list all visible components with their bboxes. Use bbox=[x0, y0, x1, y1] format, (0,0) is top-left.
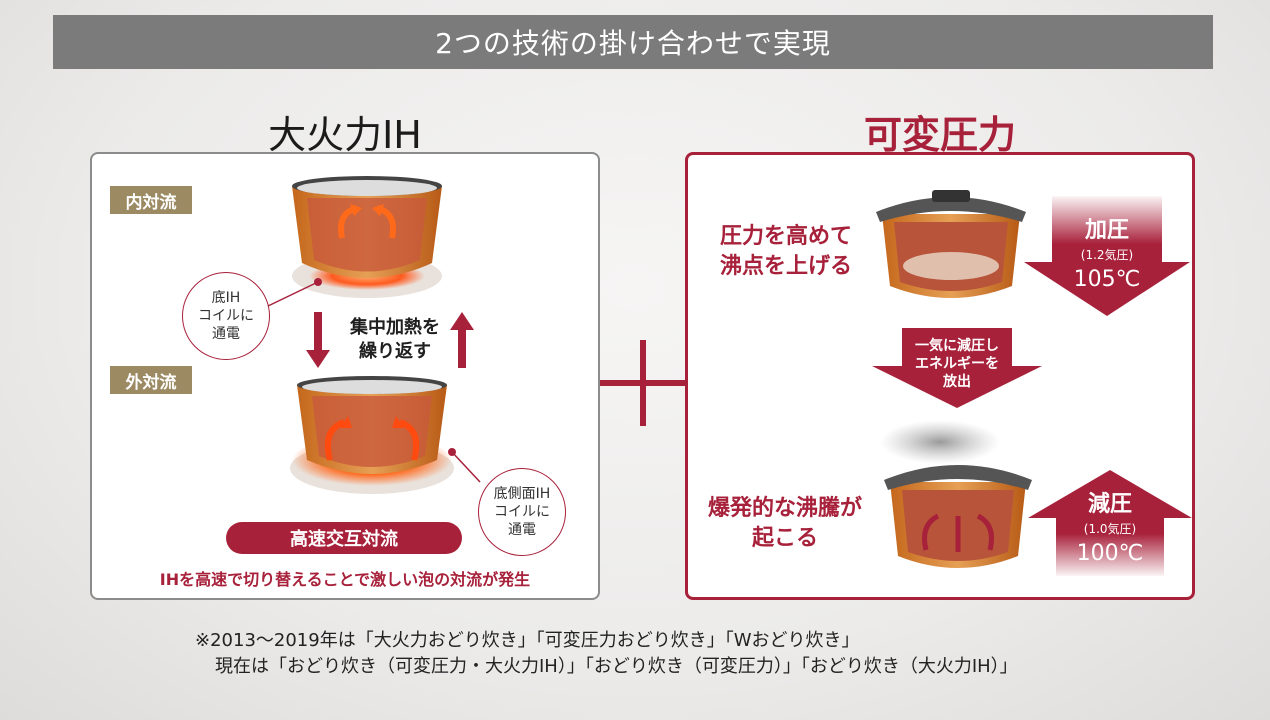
high-speed-convection-pill: 高速交互対流 bbox=[226, 522, 462, 554]
depressurized-pot-illustration bbox=[880, 420, 1036, 580]
raise-pressure-text: 圧力を高めて 沸点を上げる bbox=[700, 222, 872, 282]
plus-icon bbox=[600, 340, 686, 426]
depressurize-title: 減圧 bbox=[1055, 486, 1165, 518]
footnote-line-2: 現在は「おどり炊き（可変圧力・大火力IH）」「おどり炊き（可変圧力）」「おどり炊… bbox=[195, 654, 1018, 680]
depressurize-temp: 100℃ bbox=[1055, 541, 1165, 566]
pressurize-label: 加圧 (1.2気圧) 105℃ bbox=[1052, 212, 1162, 292]
pressurize-temp: 105℃ bbox=[1052, 267, 1162, 292]
release-energy-label: 一気に減圧し エネルギーを 放出 bbox=[892, 337, 1022, 391]
footnote: ※2013～2019年は「大火力おどり炊き」「可変圧力おどり炊き」「Wおどり炊き… bbox=[195, 628, 1018, 680]
explosive-boil-text: 爆発的な沸騰が 起こる bbox=[695, 494, 875, 554]
depressurize-label: 減圧 (1.0気圧) 100℃ bbox=[1055, 486, 1165, 566]
pressurized-pot-illustration bbox=[872, 186, 1030, 306]
depressurize-atm: (1.0気圧) bbox=[1055, 520, 1165, 537]
pressurize-atm: (1.2気圧) bbox=[1052, 246, 1162, 263]
down-arrow-icon bbox=[306, 312, 330, 368]
footnote-line-1: ※2013～2019年は「大火力おどり炊き」「可変圧力おどり炊き」「Wおどり炊き… bbox=[195, 630, 860, 651]
repeat-heating-label: 集中加熱を 繰り返す bbox=[335, 316, 455, 364]
left-caption: IHを高速で切り替えることで激しい泡の対流が発生 bbox=[92, 566, 598, 590]
pressurize-title: 加圧 bbox=[1052, 212, 1162, 244]
